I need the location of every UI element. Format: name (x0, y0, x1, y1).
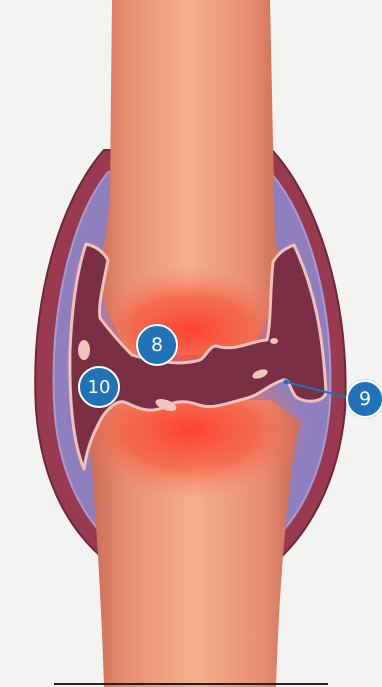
marker-9-anchor (284, 380, 289, 385)
bottom-rule (54, 683, 328, 685)
marker-10: 10 (78, 366, 120, 408)
fragment (270, 338, 278, 344)
marker-8: 8 (136, 324, 178, 366)
fragment (78, 340, 90, 360)
marker-9: 9 (346, 380, 382, 418)
